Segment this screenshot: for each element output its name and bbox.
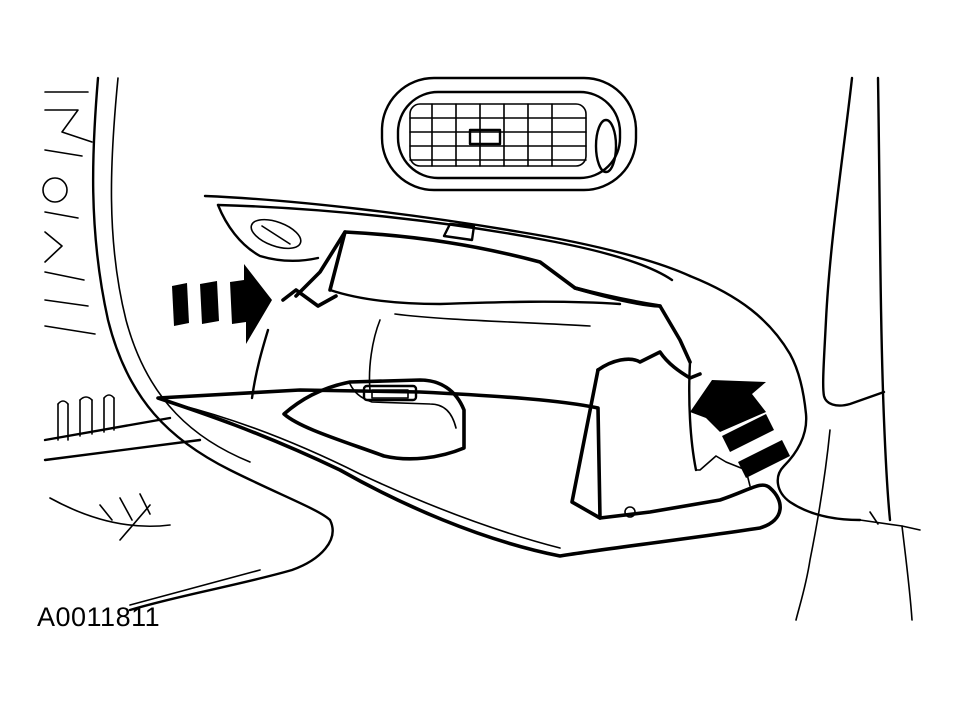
right-arrow-segment-2: [738, 440, 790, 478]
glove-box-door: [156, 378, 782, 558]
right-release-arrow: [690, 380, 790, 478]
left-arrow-head: [230, 264, 272, 344]
right-arrow-segment-1: [722, 414, 774, 452]
left-dashboard-panel: [42, 76, 334, 612]
figure-id-label: A0011811: [37, 602, 161, 632]
instrument-panel-opening: [203, 194, 692, 282]
air-vent: [380, 76, 638, 192]
right-side-panel: [688, 76, 921, 621]
glove-box-bin: [250, 230, 702, 520]
right-arrow-head: [690, 380, 766, 432]
left-arrow-segment-1: [172, 283, 189, 326]
left-arrow-segment-2: [200, 281, 219, 324]
left-release-arrow: [172, 264, 272, 344]
